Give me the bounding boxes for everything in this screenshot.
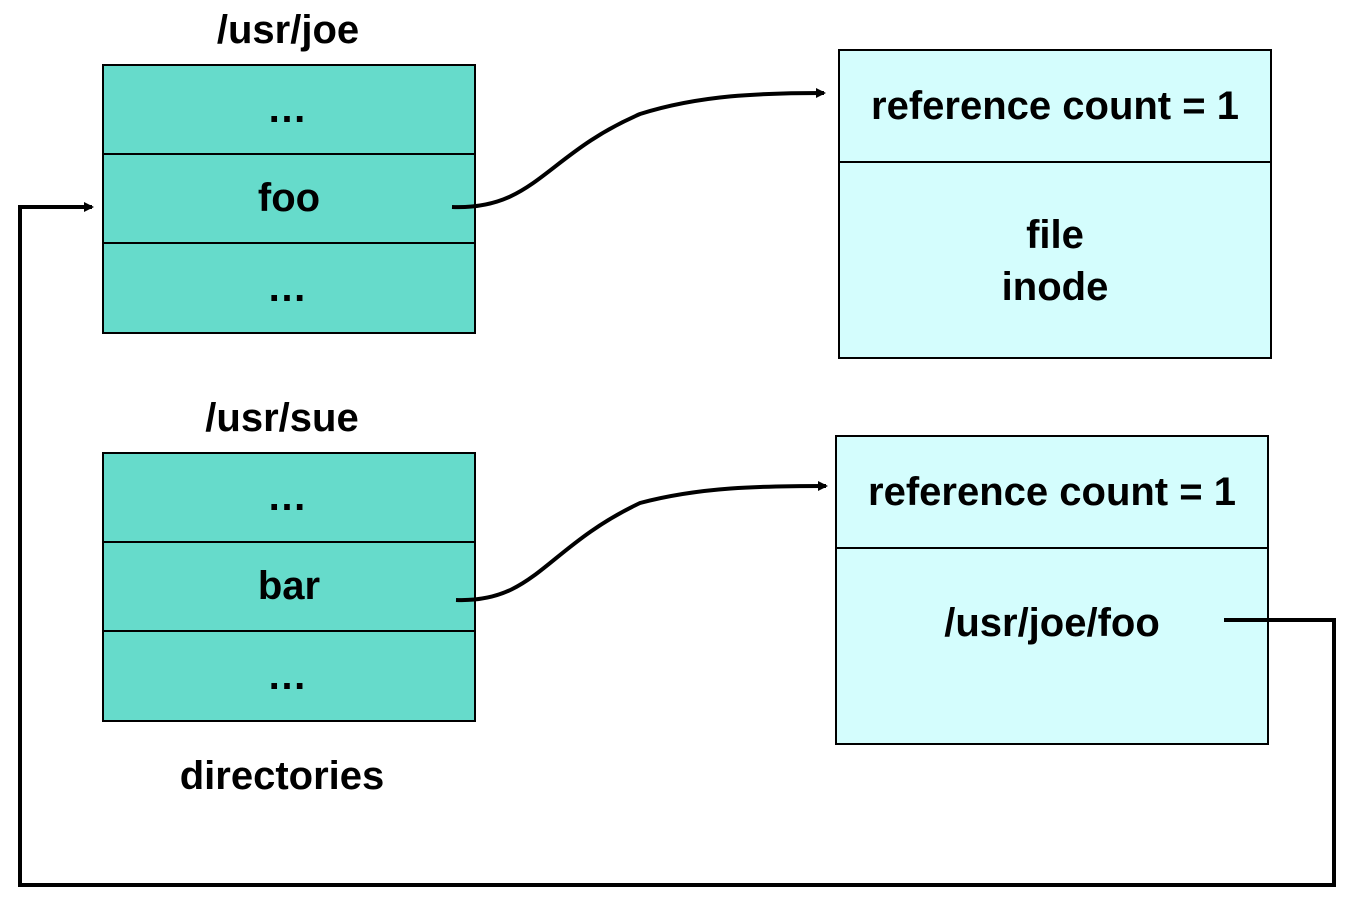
directory-entry-foo: foo (104, 155, 474, 244)
file-inode: reference count = 1 file inode (838, 49, 1272, 359)
arrow-foo-to-inode (451, 88, 826, 210)
symlink-inode: reference count = 1 /usr/joe/foo (835, 435, 1269, 745)
directory-entry-ellipsis: … (104, 454, 474, 543)
directory-usr-joe: … foo … (102, 64, 476, 334)
inode-body-line: /usr/joe/foo (944, 601, 1160, 645)
directory-entry-ellipsis: … (267, 654, 311, 698)
inode-body: file inode (840, 163, 1270, 313)
directories-caption: directories (179, 754, 385, 798)
arrow-bar-to-symlink (455, 481, 828, 603)
directory-title-usr-joe: /usr/joe (216, 8, 360, 52)
inode-body: /usr/joe/foo (837, 549, 1267, 649)
directory-usr-sue: … bar … (102, 452, 476, 722)
directory-title-usr-sue: /usr/sue (205, 396, 359, 440)
directory-entry-ellipsis: … (267, 266, 311, 310)
directory-entry-bar: bar (104, 543, 474, 632)
reference-count-label: reference count = 1 (837, 437, 1267, 549)
reference-count-label: reference count = 1 (840, 51, 1270, 163)
inode-body-line: inode (1001, 265, 1109, 309)
inode-body-line: file (1026, 213, 1084, 257)
directory-entry-ellipsis: … (104, 66, 474, 155)
